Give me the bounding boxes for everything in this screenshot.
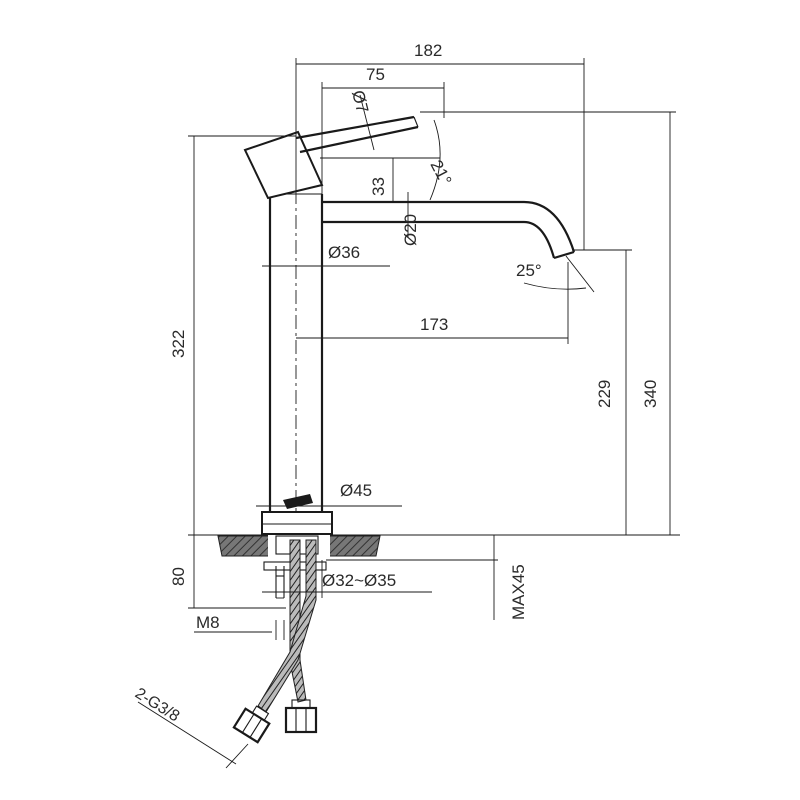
dimension-handle-length: 75 xyxy=(321,65,445,196)
hose-nut-left xyxy=(232,705,271,744)
dimension-bolt: M8 xyxy=(194,613,285,640)
dim-spout-reach-label: 173 xyxy=(420,315,448,334)
dimension-spout-reach: 173 xyxy=(296,262,569,344)
dimension-spout-diameter: Ø20 xyxy=(401,214,420,246)
dim-overall-reach-label: 182 xyxy=(414,41,442,60)
dimension-handle-height: 33 xyxy=(369,158,394,202)
dimension-hole-diameter: Ø32~Ø35 xyxy=(262,560,432,598)
dimension-body-diameter: Ø36 xyxy=(262,243,390,267)
dim-handle-length-label: 75 xyxy=(366,65,385,84)
dimension-max-thickness: MAX45 xyxy=(326,535,528,620)
dimension-hose-thread: 2-G3/8 xyxy=(132,685,249,769)
dim-handle-angle-label: 21° xyxy=(426,157,455,189)
dim-hole-diameter-label: Ø32~Ø35 xyxy=(322,571,396,590)
supply-hoses xyxy=(257,539,317,713)
dim-below-counter-label: 80 xyxy=(169,567,188,586)
dim-handle-diameter-label: Ø7 xyxy=(348,88,372,115)
dim-spout-angle-label: 25° xyxy=(516,261,542,280)
dimension-total-height: 340 xyxy=(420,111,676,535)
dim-base-diameter-label: Ø45 xyxy=(340,481,372,500)
dimension-base-diameter: Ø45 xyxy=(256,481,402,507)
dimension-body-height: 322 xyxy=(169,135,296,535)
dimension-handle-diameter: Ø7 xyxy=(348,88,375,151)
base-plate xyxy=(261,494,333,535)
dimension-overall-reach: 182 xyxy=(295,41,585,250)
dim-handle-height-label: 33 xyxy=(369,177,388,196)
dim-body-height-label: 322 xyxy=(169,330,188,358)
spout xyxy=(322,192,576,260)
faucet-body xyxy=(268,190,324,520)
dimension-spout-angle: 25° xyxy=(516,255,595,293)
dim-total-height-label: 340 xyxy=(641,380,660,408)
mixer-handle xyxy=(243,115,419,200)
dim-max-thickness-label: MAX45 xyxy=(509,564,528,620)
dimension-below-counter: 80 xyxy=(169,535,286,609)
hose-nut-right xyxy=(284,699,318,734)
dim-body-diameter-label: Ø36 xyxy=(328,243,360,262)
dim-outlet-height-label: 229 xyxy=(595,380,614,408)
dim-hose-thread-label: 2-G3/8 xyxy=(132,685,183,725)
dimension-outlet-height: 229 xyxy=(572,249,632,535)
dim-spout-diameter-label: Ø20 xyxy=(401,214,420,246)
dim-bolt-label: M8 xyxy=(196,613,220,632)
